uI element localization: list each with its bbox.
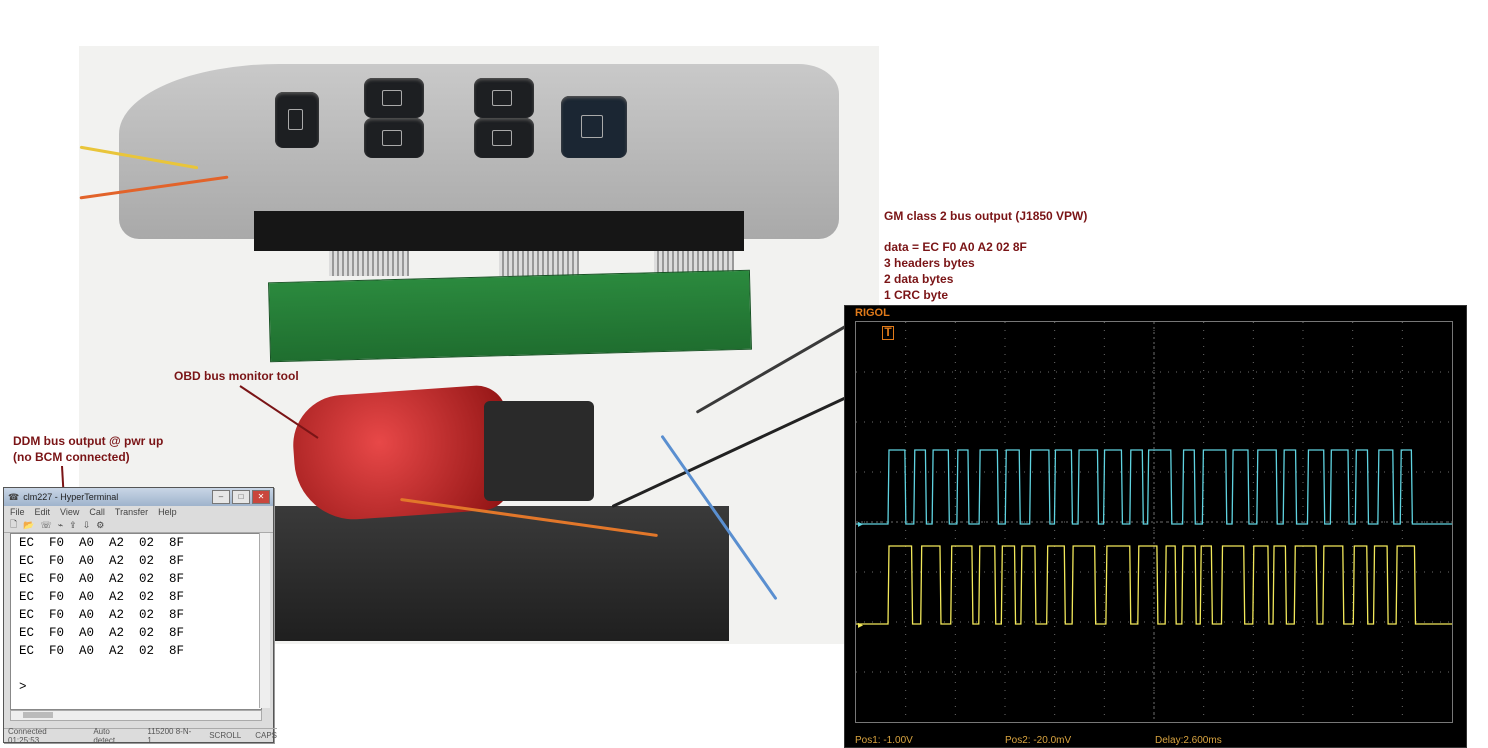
terminal-toolbar: 🗋 📂 ☏ ⌁ ⇪ ⇩ ⚙ [4, 518, 273, 533]
disconnect-icon[interactable]: ⌁ [57, 519, 64, 530]
obd-connector [484, 401, 594, 501]
minimize-button[interactable]: – [212, 490, 230, 504]
ddm-label-line2: (no BCM connected) [13, 450, 130, 464]
terminal-window: ☎ clm227 - HyperTerminal – □ ✕ File Edit… [3, 487, 278, 745]
terminal-line: EC F0 A0 A2 02 8F [19, 608, 185, 622]
ddm-label-line1: DDM bus output @ pwr up [13, 434, 164, 448]
obd-arrow [239, 385, 319, 439]
terminal-line: EC F0 A0 A2 02 8F [19, 644, 185, 658]
close-button[interactable]: ✕ [252, 490, 270, 504]
header-bytes-note: 3 headers bytes [884, 256, 975, 270]
window-switch-icon [474, 78, 534, 118]
menu-help[interactable]: Help [158, 507, 177, 517]
vertical-scrollbar[interactable] [259, 533, 270, 708]
lock-switch-icon [275, 92, 319, 148]
terminal-line: EC F0 A0 A2 02 8F [19, 590, 185, 604]
menu-call[interactable]: Call [89, 507, 105, 517]
delay-readout: Delay:2.600ms [1155, 735, 1222, 746]
terminal-line: EC F0 A0 A2 02 8F [19, 536, 185, 550]
menu-edit[interactable]: Edit [34, 507, 51, 517]
data-bytes-note: 2 data bytes [884, 272, 954, 286]
obd-tool-label: OBD bus monitor tool [174, 369, 299, 383]
crc-byte-note: 1 CRC byte [884, 288, 949, 302]
send-icon[interactable]: ⇪ [69, 519, 77, 530]
ch1-position-readout: Pos1: -1.00V [855, 735, 913, 746]
terminal-line: EC F0 A0 A2 02 8F [19, 554, 185, 568]
window-switch-icon [364, 118, 424, 158]
terminal-title: clm227 - HyperTerminal [23, 492, 119, 502]
status-detect: Auto detect [93, 726, 116, 745]
menu-transfer[interactable]: Transfer [114, 507, 149, 517]
window-lock-switch-icon [561, 96, 627, 158]
terminal-output[interactable]: EC F0 A0 A2 02 8F EC F0 A0 A2 02 8F EC F… [10, 533, 262, 710]
ch2-trace [856, 545, 1452, 625]
switch-connectors [254, 211, 744, 251]
new-connection-icon[interactable]: 🗋 [10, 519, 18, 529]
ch1-trace [856, 449, 1452, 525]
window-switch-icon [474, 118, 534, 158]
ribbon-cable [329, 251, 409, 276]
status-settings: 115200 8-N-1 [147, 726, 192, 745]
ch2-marker-icon: ▸ [858, 620, 863, 631]
ch1-marker-icon: ▸ [858, 519, 863, 530]
data-bytes-line: data = EC F0 A0 A2 02 8F [884, 240, 1027, 254]
status-connected: Connected 01:25:53 [8, 726, 47, 745]
status-scroll: SCROLL [209, 731, 242, 740]
terminal-app-icon: ☎ [8, 491, 20, 502]
scope-brand: RIGOL [855, 307, 890, 319]
trigger-marker-icon: T [882, 326, 894, 340]
terminal-prompt: > [19, 680, 27, 694]
horizontal-scrollbar[interactable] [10, 710, 262, 721]
call-icon[interactable]: ☏ [40, 519, 52, 530]
open-icon[interactable]: 📂 [23, 519, 35, 530]
maximize-button[interactable]: □ [232, 490, 250, 504]
gm-bus-title: GM class 2 bus output (J1850 VPW) [884, 209, 1088, 223]
properties-icon[interactable]: ⚙ [96, 519, 105, 530]
menu-view[interactable]: View [60, 507, 80, 517]
status-caps: CAPS [255, 731, 278, 740]
terminal-line [11, 660, 261, 678]
menu-file[interactable]: File [10, 507, 25, 517]
terminal-menubar: File Edit View Call Transfer Help [4, 506, 273, 518]
terminal-statusbar: Connected 01:25:53 Auto detect 115200 8-… [4, 726, 278, 745]
terminal-titlebar[interactable]: ☎ clm227 - HyperTerminal – □ ✕ [4, 488, 273, 506]
terminal-line: EC F0 A0 A2 02 8F [19, 626, 185, 640]
terminal-line: EC F0 A0 A2 02 8F [19, 572, 185, 586]
window-switch-icon [364, 78, 424, 118]
ribbon-cable [499, 251, 579, 276]
scope-grid: ▸▸ [855, 321, 1453, 723]
receive-icon[interactable]: ⇩ [82, 519, 91, 530]
oscilloscope-screen: RIGOL T ▸▸ Pos1: -1.00V Pos2: -20.0mV De… [844, 305, 1467, 748]
scope-traces: ▸▸ [856, 322, 1452, 722]
ch2-position-readout: Pos2: -20.0mV [1005, 735, 1072, 746]
body-control-module [274, 506, 729, 641]
